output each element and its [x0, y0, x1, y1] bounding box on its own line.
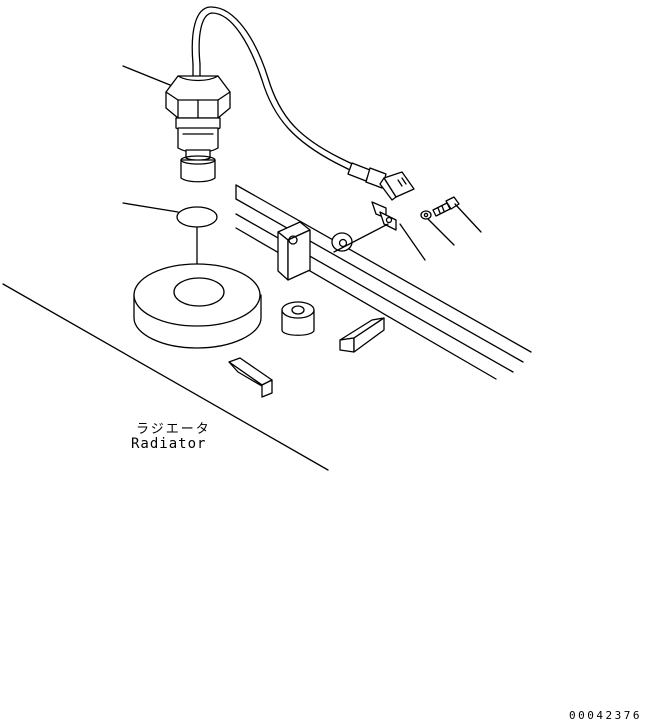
- bolt: [432, 196, 460, 217]
- wire-bracket: [371, 201, 397, 231]
- temperature-sensor: [165, 63, 231, 183]
- radiator-boss: [133, 263, 262, 349]
- leader-lines: [122, 65, 482, 261]
- caption-japanese: ラジエータ: [136, 422, 211, 437]
- sensor-cable: [191, 6, 373, 180]
- caption-english: Radiator: [131, 436, 207, 452]
- spacer-collar: [281, 301, 315, 336]
- bracket-block: [277, 221, 311, 281]
- gasket: [176, 206, 218, 228]
- clamp-ring: [331, 232, 353, 252]
- angle-bracket-right: [339, 317, 385, 353]
- angle-bracket-left: [228, 357, 273, 398]
- cable-connector: [347, 162, 415, 201]
- washer: [420, 210, 432, 220]
- radiator-edge-line: [2, 283, 329, 471]
- drawing-number: 00042376: [569, 709, 642, 722]
